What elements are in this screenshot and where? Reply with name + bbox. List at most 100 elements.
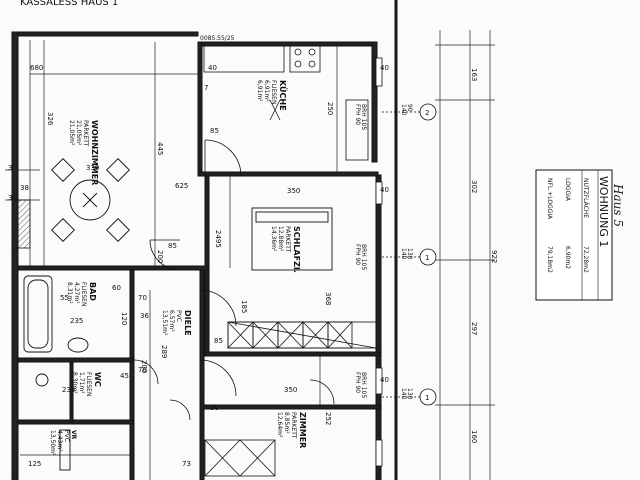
room-wohnzimmer-area1: 21,05m² xyxy=(75,120,82,146)
room-wc-area2: 8,30m² xyxy=(71,372,78,394)
dim-label: 680 xyxy=(30,64,43,72)
room-kueche-area1: 6,91m² xyxy=(263,80,270,102)
bathtub xyxy=(23,275,53,353)
room-zimmer-area1: 8,85m² xyxy=(283,412,290,434)
dim-label: 38 xyxy=(20,184,29,192)
legend-text: WOHNUNG 1 NUTZFLÄCHE 72,28m2 LOGGIA 6,90… xyxy=(546,176,610,273)
dim-label: 40 xyxy=(380,376,389,384)
legend-row-value: 6,90m2 xyxy=(564,246,571,269)
dim-label: 200 xyxy=(156,250,164,263)
room-diele-area1: 6,57m² xyxy=(168,310,175,332)
room-bad-area2: 8,31m² xyxy=(66,282,73,304)
room-wc-area1: 1,71m² xyxy=(78,372,85,394)
walls xyxy=(11,0,398,480)
door-swings xyxy=(133,139,335,421)
window-tag-b: FPH 90 xyxy=(354,104,361,125)
room-wc-floor: FLIESEN xyxy=(85,372,92,396)
window-marker-num: 1 xyxy=(425,254,429,262)
window-marker-b: 140 xyxy=(400,104,407,116)
room-vorraum-area1: 4,43m² xyxy=(56,430,63,452)
window-tag-b: FPH 90 xyxy=(354,372,361,393)
dim-label: 368 xyxy=(324,292,332,305)
washbasin xyxy=(35,337,89,471)
kitchen-counter xyxy=(203,45,369,161)
dim-label: 185 xyxy=(240,300,248,313)
dim-label: 40 xyxy=(380,186,389,194)
room-diele-area2: 13,51m² xyxy=(161,310,168,336)
chain-dimensions: 163 302 922 297 160 xyxy=(470,68,498,443)
chain-dim: 302 xyxy=(470,180,478,193)
dim-label: 85 xyxy=(214,337,223,345)
dim-label: 235 xyxy=(62,386,75,394)
room-kueche-floor: FLIESEN xyxy=(270,80,277,104)
dim-label: 30 xyxy=(210,404,219,412)
dim-label: 625 xyxy=(175,182,188,190)
window-marker-b: 140 xyxy=(400,248,407,260)
dim-label: 339 xyxy=(86,164,99,172)
dim-label: 60 xyxy=(112,284,121,292)
legend-title: WOHNUNG 1 xyxy=(597,176,610,247)
room-bad-area1: 4,27m² xyxy=(73,282,80,304)
window-markers xyxy=(382,103,437,406)
window-marker-circle xyxy=(419,388,437,406)
dim-label: 289 xyxy=(160,345,168,358)
chain-dim: 163 xyxy=(470,68,478,81)
dim-label: 252 xyxy=(324,412,332,425)
window-marker-labels: 2 90 140 1 130 140 1 130 140 xyxy=(400,104,429,402)
dim-label: 70 xyxy=(138,366,147,374)
legend-row-label: LOGGIA xyxy=(564,178,571,202)
header-text: KASSALESS HAUS 1 xyxy=(20,0,118,8)
legend-row-value: 72,28m2 xyxy=(582,246,589,273)
legend-box xyxy=(535,169,613,301)
dim-label: 0085.55/25 xyxy=(200,35,235,42)
room-diele-name: DIELE xyxy=(183,310,192,336)
window-marker-circle xyxy=(419,103,437,121)
room-diele-floor: PVC xyxy=(175,310,182,322)
room-zimmer-floor: PARKETT xyxy=(290,412,297,439)
room-schlafzi-floor: PARKETT xyxy=(284,226,291,253)
dim-label: 40 xyxy=(208,64,217,72)
handwritten-note: Haus 5 xyxy=(611,183,625,227)
room-schlafzi-name: SCHLAFZI. xyxy=(292,226,301,273)
room-kueche-area2: 6,91m² xyxy=(256,80,263,102)
dim-label: 350 xyxy=(284,386,297,394)
dim-label: 85 xyxy=(210,127,219,135)
dining-table xyxy=(51,158,130,242)
room-bad-name: BAD xyxy=(88,282,97,301)
room-bad-floor: FLIESEN xyxy=(80,282,87,306)
legend-row-label: NUTZFLÄCHE xyxy=(582,178,589,218)
dim-label: 445 xyxy=(156,142,164,155)
room-wohnzimmer-name: WOHNZIMMER xyxy=(90,120,99,185)
window-marker-num: 2 xyxy=(425,109,429,117)
window-marker-b: 140 xyxy=(400,388,407,400)
windows xyxy=(11,57,383,467)
dim-label: 326 xyxy=(46,112,54,126)
window-marker-num: 1 xyxy=(425,394,429,402)
room-wc-name: WC xyxy=(93,372,102,387)
chain-dim: 922 xyxy=(490,250,498,263)
room-wohnzimmer-area2: 21,05m² xyxy=(68,120,75,146)
dim-label: 250 xyxy=(326,102,334,115)
window-marker-circle xyxy=(419,248,437,266)
bed xyxy=(251,207,333,271)
dim-label: 350 xyxy=(287,187,300,195)
window-tag-b: FPH 90 xyxy=(354,244,361,265)
dim-label: 36 xyxy=(140,312,149,320)
window-tag-a: BRH 105 xyxy=(360,104,367,130)
dim-label: 3 xyxy=(8,164,12,172)
dim-label: 70 xyxy=(138,294,147,302)
room-schlafzi-area1: 12,88m² xyxy=(277,226,284,252)
legend-row-label: NFL.+LOGGIA xyxy=(546,178,553,220)
dim-label: 45 xyxy=(120,372,129,380)
chain-dim: 297 xyxy=(470,322,478,335)
room-vorraum-area2: 13,50m² xyxy=(49,430,56,456)
room-vorraum-floor: PVC xyxy=(63,430,70,442)
window-tag-a: BRH 105 xyxy=(360,372,367,398)
dimension-labels: 680 326 445 339 38 625 350 2495 250 368 … xyxy=(8,35,389,468)
dim-label: 85 xyxy=(168,242,177,250)
dim-label: 40 xyxy=(380,64,389,72)
dim-label: 125 xyxy=(28,460,41,468)
room-wohnzimmer-floor: PARKETT xyxy=(82,120,89,147)
